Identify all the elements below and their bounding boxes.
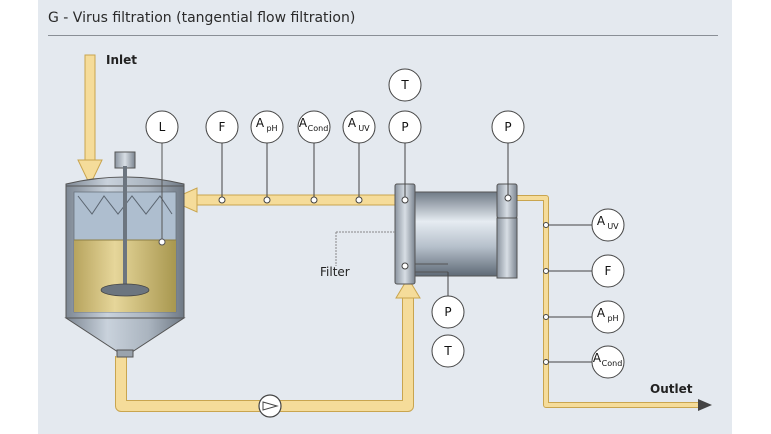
instrument-outlet-cond: A Cond bbox=[591, 345, 625, 379]
svg-text:A: A bbox=[593, 351, 602, 365]
svg-text:F: F bbox=[219, 120, 226, 134]
svg-text:T: T bbox=[443, 344, 452, 358]
outlet-label: Outlet bbox=[650, 382, 693, 396]
feed-pump bbox=[258, 394, 282, 418]
instrument-return-cond: A Cond bbox=[297, 110, 331, 144]
svg-text:UV: UV bbox=[607, 222, 619, 231]
instrument-outlet-flow: F bbox=[591, 254, 625, 288]
instrument-filter-bottom-temp: T bbox=[431, 334, 465, 368]
svg-text:Cond: Cond bbox=[308, 124, 329, 133]
svg-text:A: A bbox=[597, 306, 606, 320]
instrument-filter-top-pressure: P bbox=[388, 110, 422, 144]
instrument-outlet-uv: A UV bbox=[591, 208, 625, 242]
instrument-filter-bottom-pressure: P bbox=[431, 295, 465, 329]
instrument-level: L bbox=[145, 110, 179, 144]
title-divider bbox=[48, 35, 718, 36]
svg-text:A: A bbox=[299, 116, 308, 130]
inlet-pipe bbox=[77, 54, 103, 187]
svg-text:P: P bbox=[444, 305, 451, 319]
svg-text:Cond: Cond bbox=[602, 359, 623, 368]
outlet-pipe bbox=[515, 195, 712, 411]
svg-text:P: P bbox=[504, 120, 511, 134]
svg-text:A: A bbox=[597, 214, 606, 228]
tff-filter bbox=[335, 183, 518, 285]
instrument-return-flow: F bbox=[205, 110, 239, 144]
instrument-filter-outlet-pressure: P bbox=[491, 110, 525, 144]
svg-text:L: L bbox=[159, 120, 166, 134]
svg-text:pH: pH bbox=[266, 124, 277, 133]
svg-text:F: F bbox=[605, 264, 612, 278]
instrument-return-uv: A UV bbox=[342, 110, 376, 144]
stirred-tank bbox=[64, 143, 186, 358]
instrument-filter-top-temp: T bbox=[388, 68, 422, 102]
instrument-lines bbox=[218, 143, 592, 365]
diagram-title: G - Virus filtration (tangential flow fi… bbox=[48, 10, 356, 26]
inlet-label: Inlet bbox=[106, 53, 137, 67]
filter-label: Filter bbox=[320, 265, 350, 279]
return-pipe bbox=[168, 187, 401, 213]
svg-text:A: A bbox=[256, 116, 265, 130]
svg-text:A: A bbox=[348, 116, 357, 130]
svg-text:P: P bbox=[401, 120, 408, 134]
svg-text:UV: UV bbox=[358, 124, 370, 133]
instrument-return-ph: A pH bbox=[250, 110, 284, 144]
svg-text:T: T bbox=[400, 78, 409, 92]
svg-text:pH: pH bbox=[607, 314, 618, 323]
instrument-outlet-ph: A pH bbox=[591, 300, 625, 334]
